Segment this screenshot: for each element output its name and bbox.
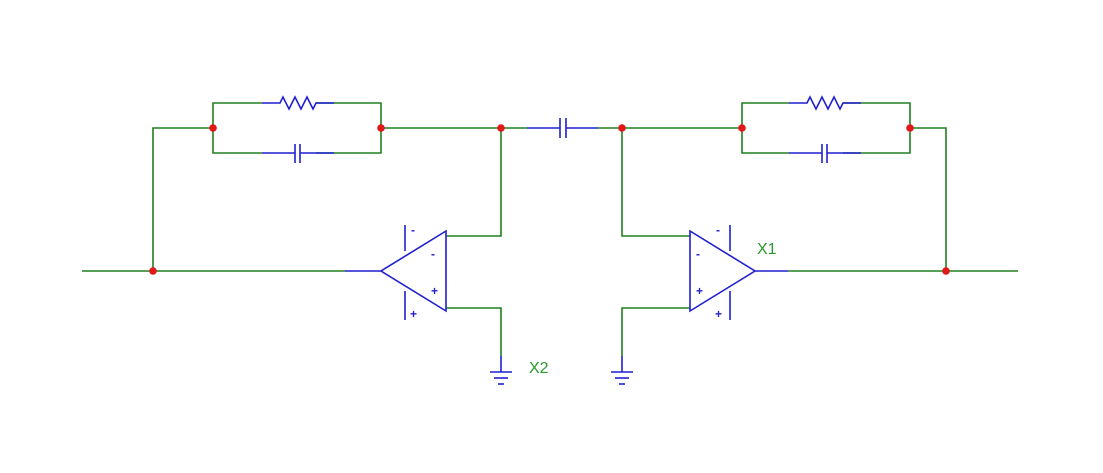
wire-left-opamp-top — [446, 128, 502, 237]
wire-left-rc-bot-b — [316, 128, 382, 154]
wire-right-rc-bot-a — [741, 128, 789, 154]
op-amp-x1-label: X1 — [757, 241, 777, 258]
wire-left-opamp-bottom — [446, 307, 502, 356]
resistor-left-feedback — [262, 95, 334, 111]
op-amp-x1-triangle — [689, 229, 757, 313]
capacitor-right-feedback — [789, 144, 861, 163]
ground-right — [611, 356, 633, 385]
junction-left-opamp — [497, 124, 505, 132]
capacitor-coupling — [527, 118, 598, 138]
wire-right-loop — [910, 127, 947, 271]
junction-left-rc-in — [209, 124, 217, 132]
op-amp-x2-inverting-sign: - — [431, 247, 435, 261]
wire-right-rc-top-b — [843, 102, 911, 128]
junction-right-output — [942, 267, 950, 275]
junction-right-rc-out — [906, 124, 914, 132]
wire-right-opamp-bottom — [621, 307, 690, 356]
wires — [82, 102, 1018, 356]
junctions — [149, 124, 950, 275]
capacitor-left-feedback — [262, 144, 334, 163]
op-amp-x2-supply-top-sign: - — [411, 223, 415, 237]
op-amp-x2-label: X2 — [529, 360, 549, 377]
wire-right-opamp-top — [621, 128, 690, 237]
wire-left-rc-top-a — [212, 102, 262, 128]
wire-left-rc-bot-a — [212, 128, 262, 154]
wire-left-rc-top-b — [316, 102, 382, 128]
junction-right-rc-in — [738, 124, 746, 132]
op-amp-x1-inverting-sign: - — [696, 247, 700, 261]
op-amp-x1-supply-bottom-sign: + — [715, 307, 722, 321]
wire-left-loop — [152, 127, 213, 271]
op-amp-x2-triangle — [379, 229, 447, 313]
op-amp-x1: - + - + — [689, 223, 788, 321]
junction-right-opamp — [618, 124, 626, 132]
op-amp-x2-supply-bottom-sign: + — [410, 307, 417, 321]
wire-right-rc-top-a — [741, 102, 789, 128]
wire-right-rc-bot-b — [843, 128, 911, 154]
ground-left — [490, 356, 512, 385]
junction-left-input — [149, 267, 157, 275]
resistor-right-feedback — [789, 95, 861, 111]
op-amp-x1-supply-top-sign: - — [716, 223, 720, 237]
op-amp-x2-noninverting-sign: + — [431, 284, 438, 298]
junction-left-rc-out — [377, 124, 385, 132]
op-amp-x1-noninverting-sign: + — [696, 284, 703, 298]
op-amp-x2: - + - + — [345, 223, 447, 321]
